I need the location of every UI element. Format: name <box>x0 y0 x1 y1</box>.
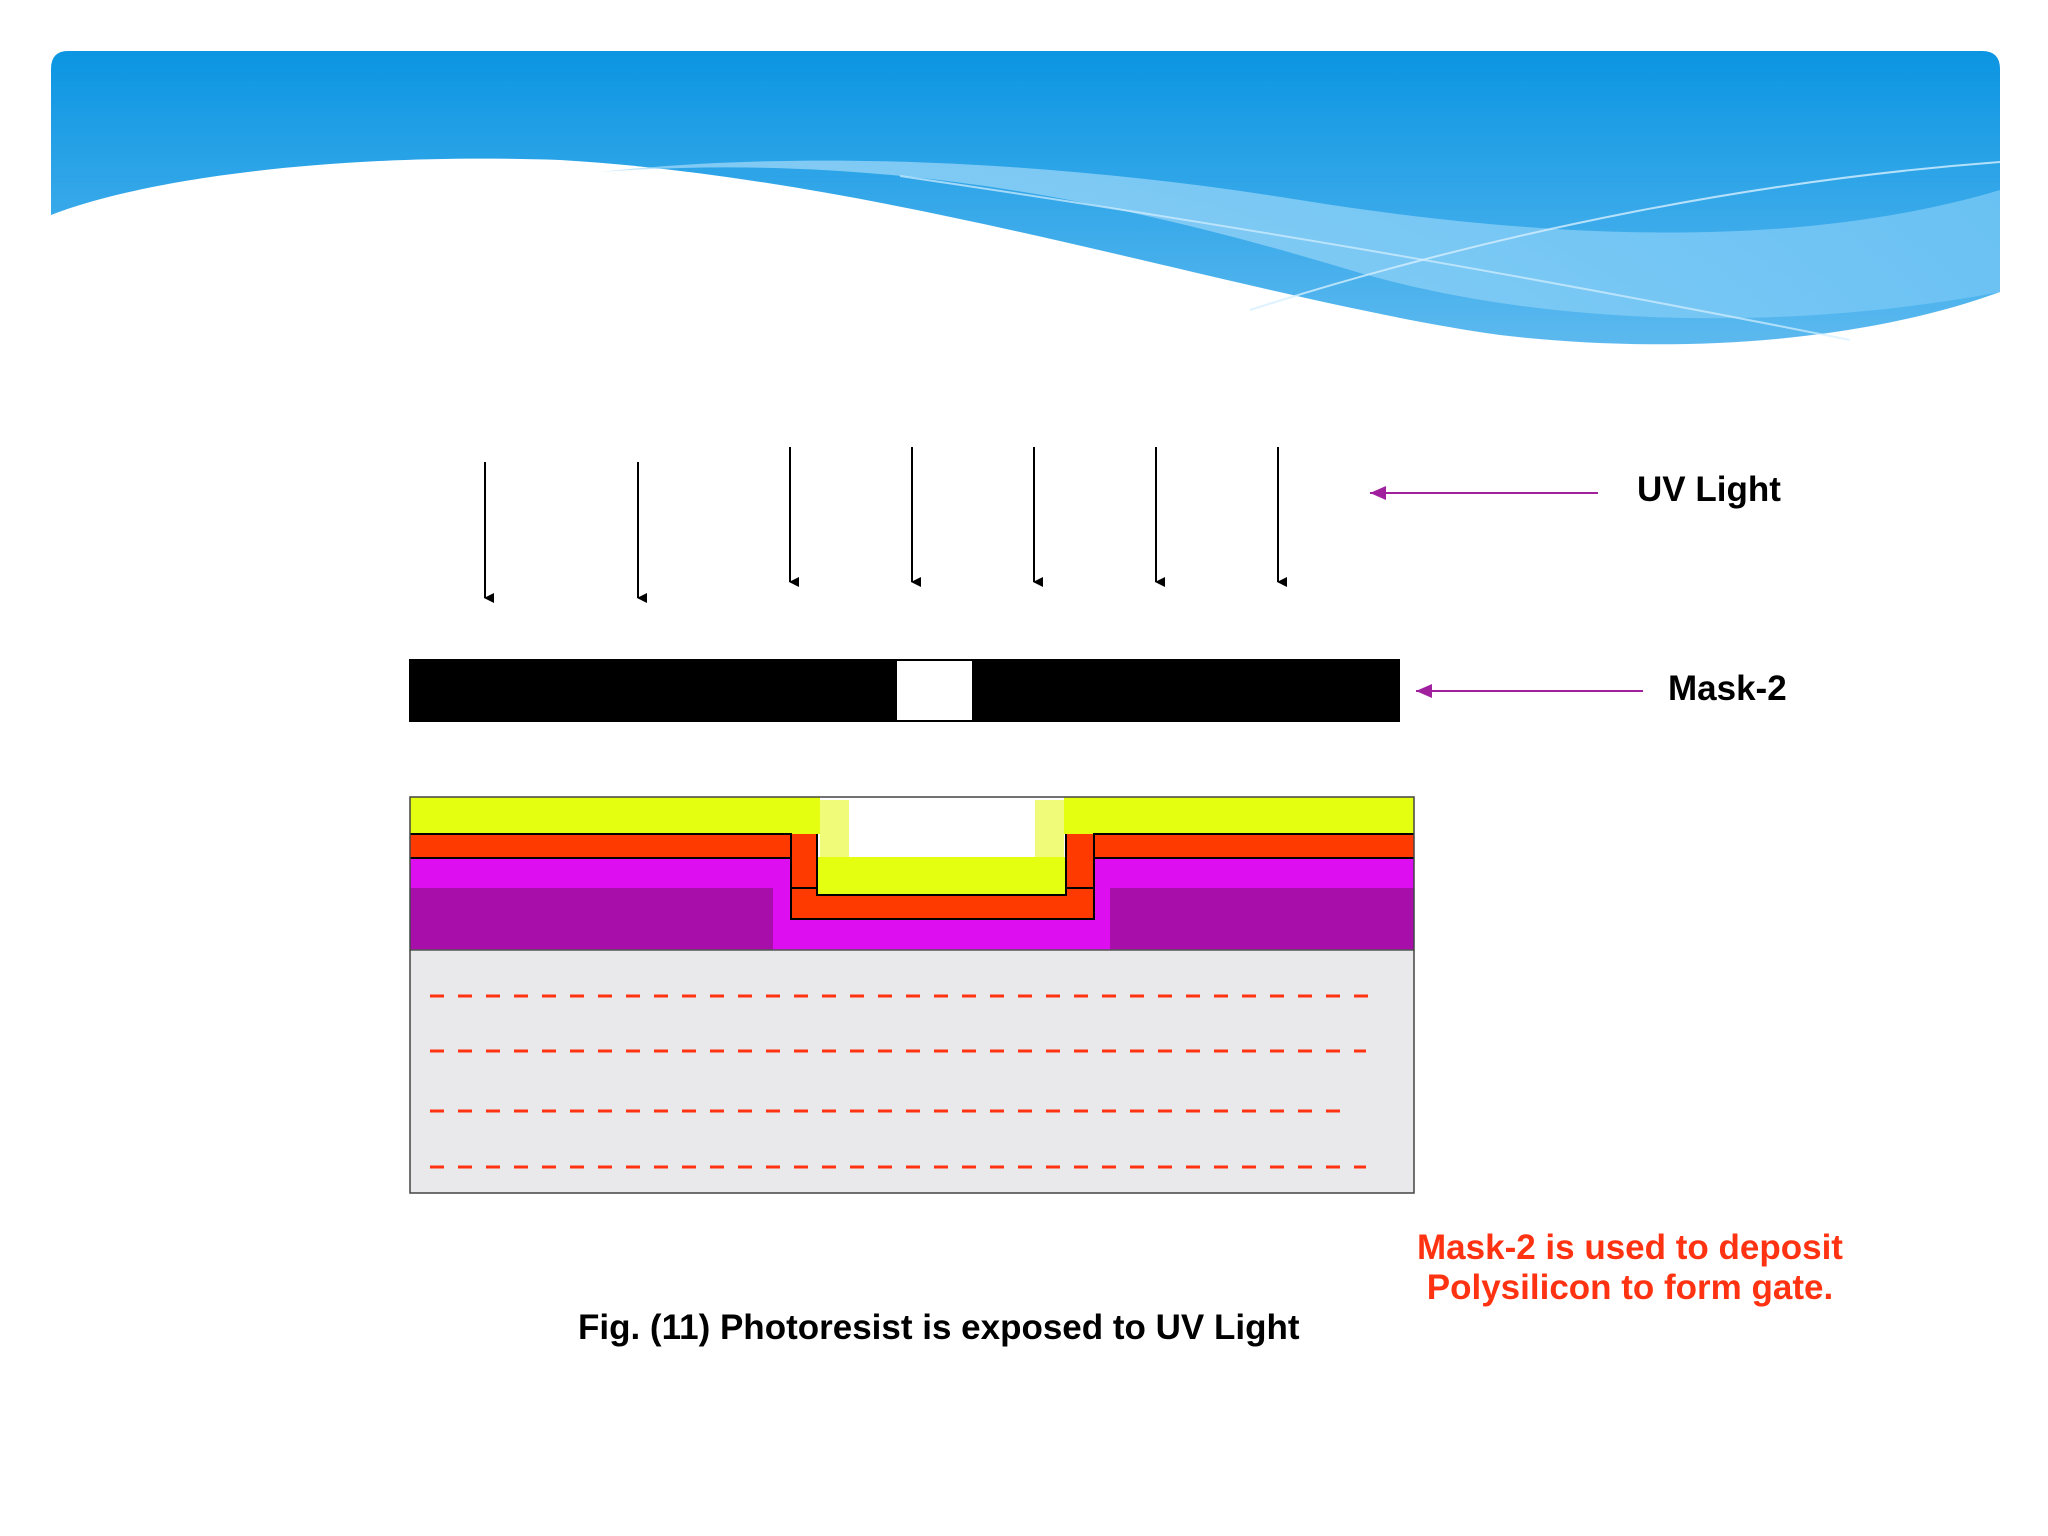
photoresist-exposed-right <box>1035 800 1064 857</box>
polysilicon-well <box>791 834 1094 919</box>
polysilicon-right <box>1094 834 1414 858</box>
substrate <box>410 950 1414 1193</box>
poly-inner-outline <box>410 834 1414 896</box>
annotation-note-line-1: Mask-2 is used to deposit <box>1417 1228 1843 1267</box>
annotation-note-line-2: Polysilicon to form gate. <box>1426 1268 1834 1307</box>
photoresist-well <box>817 857 1066 895</box>
header-banner <box>51 51 2001 345</box>
dopant-dashes <box>430 994 1370 1169</box>
polysilicon-left <box>410 834 791 858</box>
photoresist-left <box>410 797 820 834</box>
mask-2 <box>409 659 1400 722</box>
left-arrow-icon <box>1370 486 1386 500</box>
uv-light-label: UV Light <box>1637 470 1781 509</box>
photoresist-right <box>1064 797 1414 834</box>
mask-opening <box>897 661 972 720</box>
wafer-outline <box>409 796 1415 1194</box>
field-oxide-right <box>1110 888 1414 950</box>
poly-outline <box>410 833 1414 920</box>
pointer-arrows <box>1370 486 1643 698</box>
annotation-note: Mask-2 is used to deposit Polysilicon to… <box>1400 1228 1860 1308</box>
header-wave-line-1 <box>1249 161 2001 311</box>
wafer-cross-section <box>409 796 1415 1194</box>
field-oxide-left <box>410 888 773 950</box>
thin-oxide-left <box>410 858 791 888</box>
uv-rays <box>484 447 1287 603</box>
header-wave-line-2 <box>899 175 1851 341</box>
mask-2-label: Mask-2 <box>1668 669 1787 708</box>
thin-oxide-right <box>1094 858 1414 888</box>
left-arrow-icon <box>1416 684 1432 698</box>
figure-caption: Fig. (11) Photoresist is exposed to UV L… <box>578 1308 1300 1347</box>
photoresist-exposed-left <box>820 800 849 857</box>
